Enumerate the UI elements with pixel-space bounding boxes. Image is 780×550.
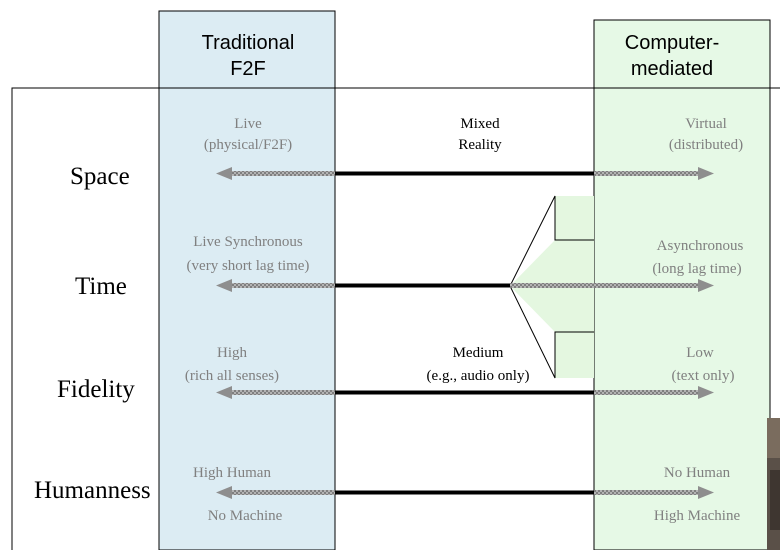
- space-left-line2: (physical/F2F): [204, 137, 292, 153]
- traditional-column: [158, 10, 336, 550]
- traditional-header-line2: F2F: [230, 58, 266, 80]
- fidelity-left-line1: High: [217, 345, 248, 361]
- partial-photo: [767, 418, 780, 550]
- space-left-line1: Live: [234, 116, 262, 132]
- fidelity-left-line2: (rich all senses): [185, 368, 279, 384]
- computer-mediated-header-line1: Computer-: [625, 32, 719, 54]
- time-right-line1: Asynchronous: [657, 238, 744, 254]
- space-middle-line1: Mixed: [460, 116, 500, 132]
- fidelity-right-line1: Low: [686, 345, 714, 361]
- time-left-line1: Live Synchronous: [193, 234, 303, 250]
- computer-mediated-header-line2: mediated: [631, 58, 713, 80]
- dimension-label-time: Time: [75, 273, 127, 300]
- traditional-header-line1: Traditional: [202, 32, 295, 54]
- space-right-line2: (distributed): [669, 137, 743, 153]
- space-middle-line2: Reality: [458, 137, 502, 153]
- space-continuum-arrow: [216, 167, 714, 180]
- time-right-line2: (long lag time): [652, 261, 741, 277]
- fidelity-middle-line2: (e.g., audio only): [427, 368, 530, 384]
- humanness-continuum-arrow: [216, 486, 714, 499]
- space-right-line1: Virtual: [685, 116, 727, 132]
- time-left-line2: (very short lag time): [187, 258, 310, 274]
- fidelity-middle-line1: Medium: [453, 345, 504, 361]
- dimension-label-space: Space: [70, 163, 130, 190]
- fidelity-right-line2: (text only): [672, 368, 735, 384]
- dimension-label-humanness: Humanness: [34, 477, 151, 504]
- fidelity-continuum-arrow: [216, 386, 714, 399]
- humanness-right-line1: No Human: [664, 465, 731, 481]
- time-continuum-arrow: [216, 279, 714, 292]
- dimension-label-fidelity: Fidelity: [57, 376, 135, 403]
- humanness-left-line2: No Machine: [208, 508, 283, 524]
- humanness-left-line1: High Human: [193, 465, 271, 481]
- humanness-right-line2: High Machine: [654, 508, 741, 524]
